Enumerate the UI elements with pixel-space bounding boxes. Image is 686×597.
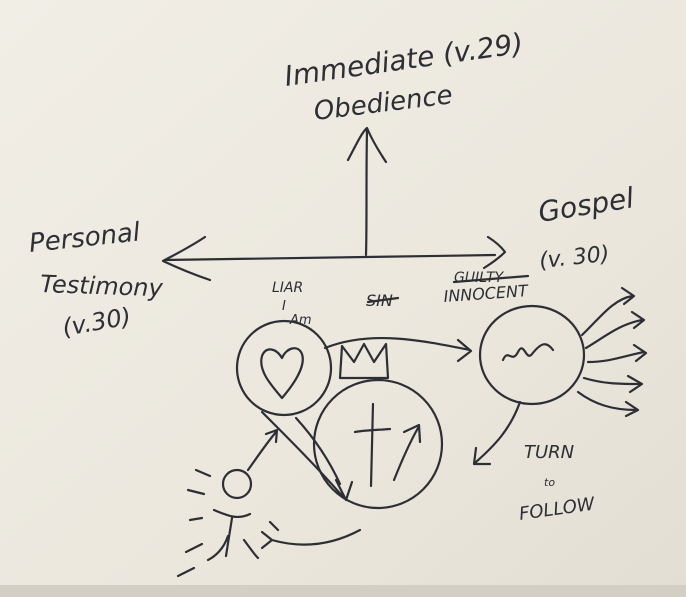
ray-5 — [576, 390, 640, 418]
sin-strike — [366, 296, 400, 304]
bottom-curve-arrow — [260, 528, 362, 550]
heart-to-cross-line-2 — [294, 416, 342, 486]
heart-to-cross-line — [260, 410, 354, 502]
innocent-circle — [478, 304, 586, 406]
ray-3 — [586, 343, 648, 364]
ray-2 — [584, 310, 646, 350]
ray-4 — [582, 374, 644, 394]
horizontal-axis — [163, 253, 497, 262]
figure-arrow — [246, 428, 279, 472]
crown-icon — [338, 342, 390, 380]
board-bottom-edge — [0, 585, 686, 597]
cross-circle — [312, 378, 444, 510]
figure-body — [206, 508, 260, 562]
guilty-strike — [452, 274, 530, 284]
am-label: Am — [289, 313, 312, 328]
squiggle-icon — [501, 343, 555, 362]
cross-icon — [353, 402, 392, 488]
sin-label: SIN — [366, 291, 393, 310]
turn-label: TURN — [524, 442, 574, 463]
cross-arrow — [392, 423, 422, 482]
heart-icon — [260, 347, 304, 400]
i-label: I — [282, 299, 286, 314]
liar-label: LIAR — [272, 280, 303, 296]
guilty-label: GUILTY — [454, 270, 505, 286]
figure-head — [221, 468, 253, 500]
ray-1 — [580, 286, 636, 337]
to-label: to — [544, 476, 555, 489]
figure-rays — [176, 468, 280, 578]
up-arrow — [346, 126, 388, 257]
return-arrow — [472, 400, 522, 466]
arrow-to-innocent — [323, 336, 473, 363]
right-arrowhead — [482, 235, 507, 270]
left-label-line2: Testimony — [40, 270, 164, 302]
heart-circle — [235, 319, 333, 417]
left-arrowhead — [161, 235, 212, 282]
